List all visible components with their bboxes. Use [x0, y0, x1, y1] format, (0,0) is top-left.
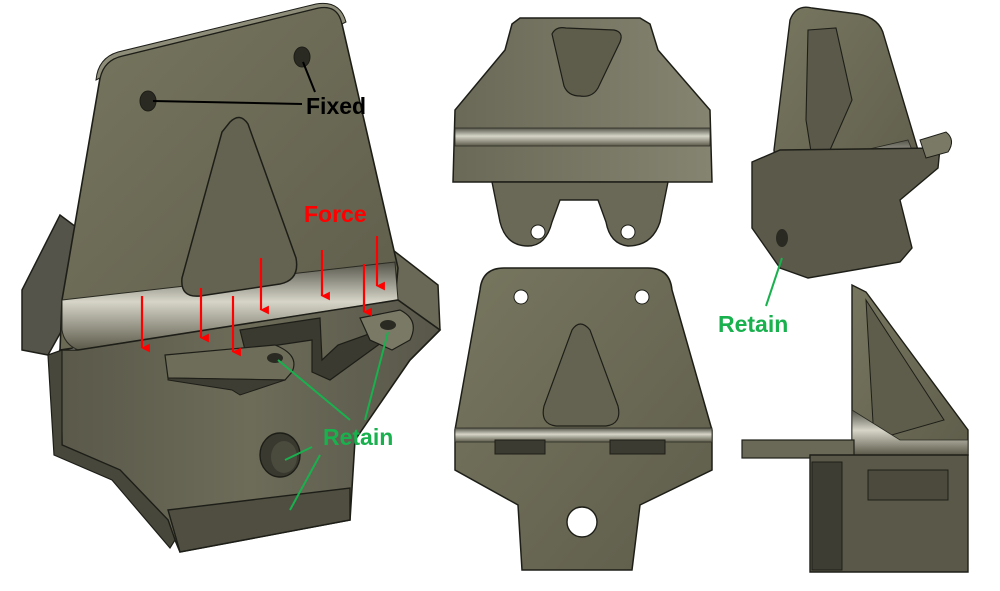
force-annotation: Force: [140, 201, 385, 357]
base-block: [167, 487, 351, 553]
retain-label-iso: Retain: [718, 311, 788, 337]
retain-leader-base: [289, 454, 321, 511]
front-view-fillet: [454, 427, 713, 443]
side-view-slot: [867, 469, 949, 501]
fixed-leader-right: [302, 61, 316, 93]
force-label: Force: [304, 201, 367, 227]
side-view: [741, 283, 969, 573]
front-hole-inner: [271, 441, 297, 473]
top-view-hole-left: [530, 224, 546, 240]
force-arrows: [140, 236, 385, 357]
left-lower-side: [47, 349, 176, 550]
side-view-pocket: [811, 461, 843, 571]
iso-right-side-hole: [776, 229, 788, 247]
top-view-window: [551, 27, 622, 97]
lower-tab: [164, 344, 295, 381]
fixed-leader-left: [152, 100, 303, 105]
retain-leader-ear: [364, 331, 389, 421]
side-view-gusset-inner: [865, 298, 945, 441]
top-view-fillet: [454, 127, 711, 147]
top-view: [452, 17, 713, 247]
front-view-slot-left: [494, 439, 546, 455]
top-view-bracket: [491, 181, 669, 247]
front-view-hole-tr: [634, 289, 650, 305]
top-view-hole-right: [620, 224, 636, 240]
front-view-slot-right: [609, 439, 666, 455]
retain-leader-hole: [284, 446, 313, 461]
lower-tab-side: [167, 377, 286, 396]
right-ear: [359, 309, 414, 351]
front-view-hole-bottom: [566, 506, 598, 538]
fixed-label: Fixed: [306, 93, 366, 119]
main-iso-view: [21, 2, 442, 553]
fixed-annotation: Fixed: [152, 61, 366, 119]
fixed-hole-right: [293, 46, 311, 68]
retain-leader-iso: [765, 257, 783, 307]
iso-right-body: [751, 147, 941, 279]
retain-leader-tab: [277, 359, 351, 421]
retain-label-main: Retain: [323, 424, 393, 450]
retain-annotation-main: [277, 331, 389, 511]
front-view-window: [542, 323, 620, 427]
iso-right-tab: [919, 131, 952, 159]
front-view-hole-tl: [513, 289, 529, 305]
iso-right-view: [751, 6, 952, 279]
triangle-window: [181, 116, 298, 297]
front-view: [454, 267, 713, 571]
side-view-arm: [741, 439, 855, 459]
plate-edge: [95, 2, 347, 81]
retain-hole-ear: [380, 320, 396, 330]
